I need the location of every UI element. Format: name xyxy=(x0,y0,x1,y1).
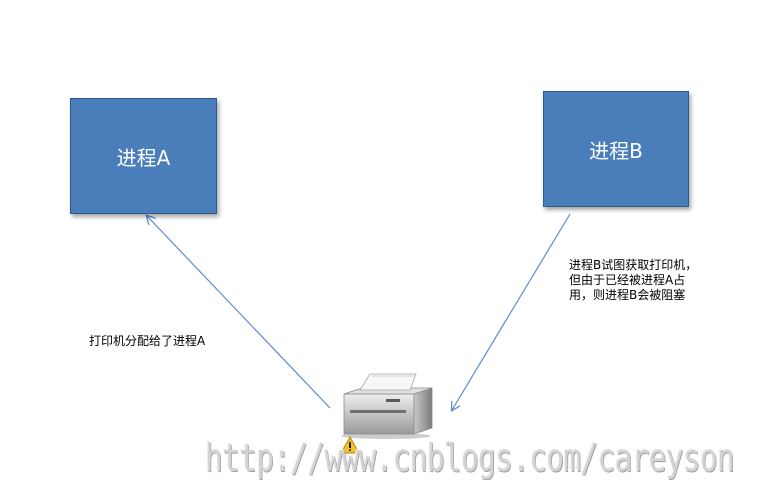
annotation-printer-assigned: 打印机分配给了进程A xyxy=(89,334,206,348)
process-a-box: 进程A xyxy=(70,98,217,214)
watermark-url: http://www.cnblogs.com/careyson xyxy=(205,436,735,480)
annotation-process-b-blocked: 进程B试图获取打印机， 但由于已经被进程A占 用，则进程B会被阻塞 xyxy=(569,258,698,302)
process-a-label: 进程A xyxy=(116,145,171,170)
arrow-process-b-to-printer xyxy=(452,213,571,410)
arrow-printer-to-process-a xyxy=(147,216,331,409)
warning-icon xyxy=(340,436,360,454)
process-b-label: 进程B xyxy=(589,138,643,163)
process-b-box: 进程B xyxy=(543,91,689,207)
printer-icon xyxy=(341,373,433,439)
